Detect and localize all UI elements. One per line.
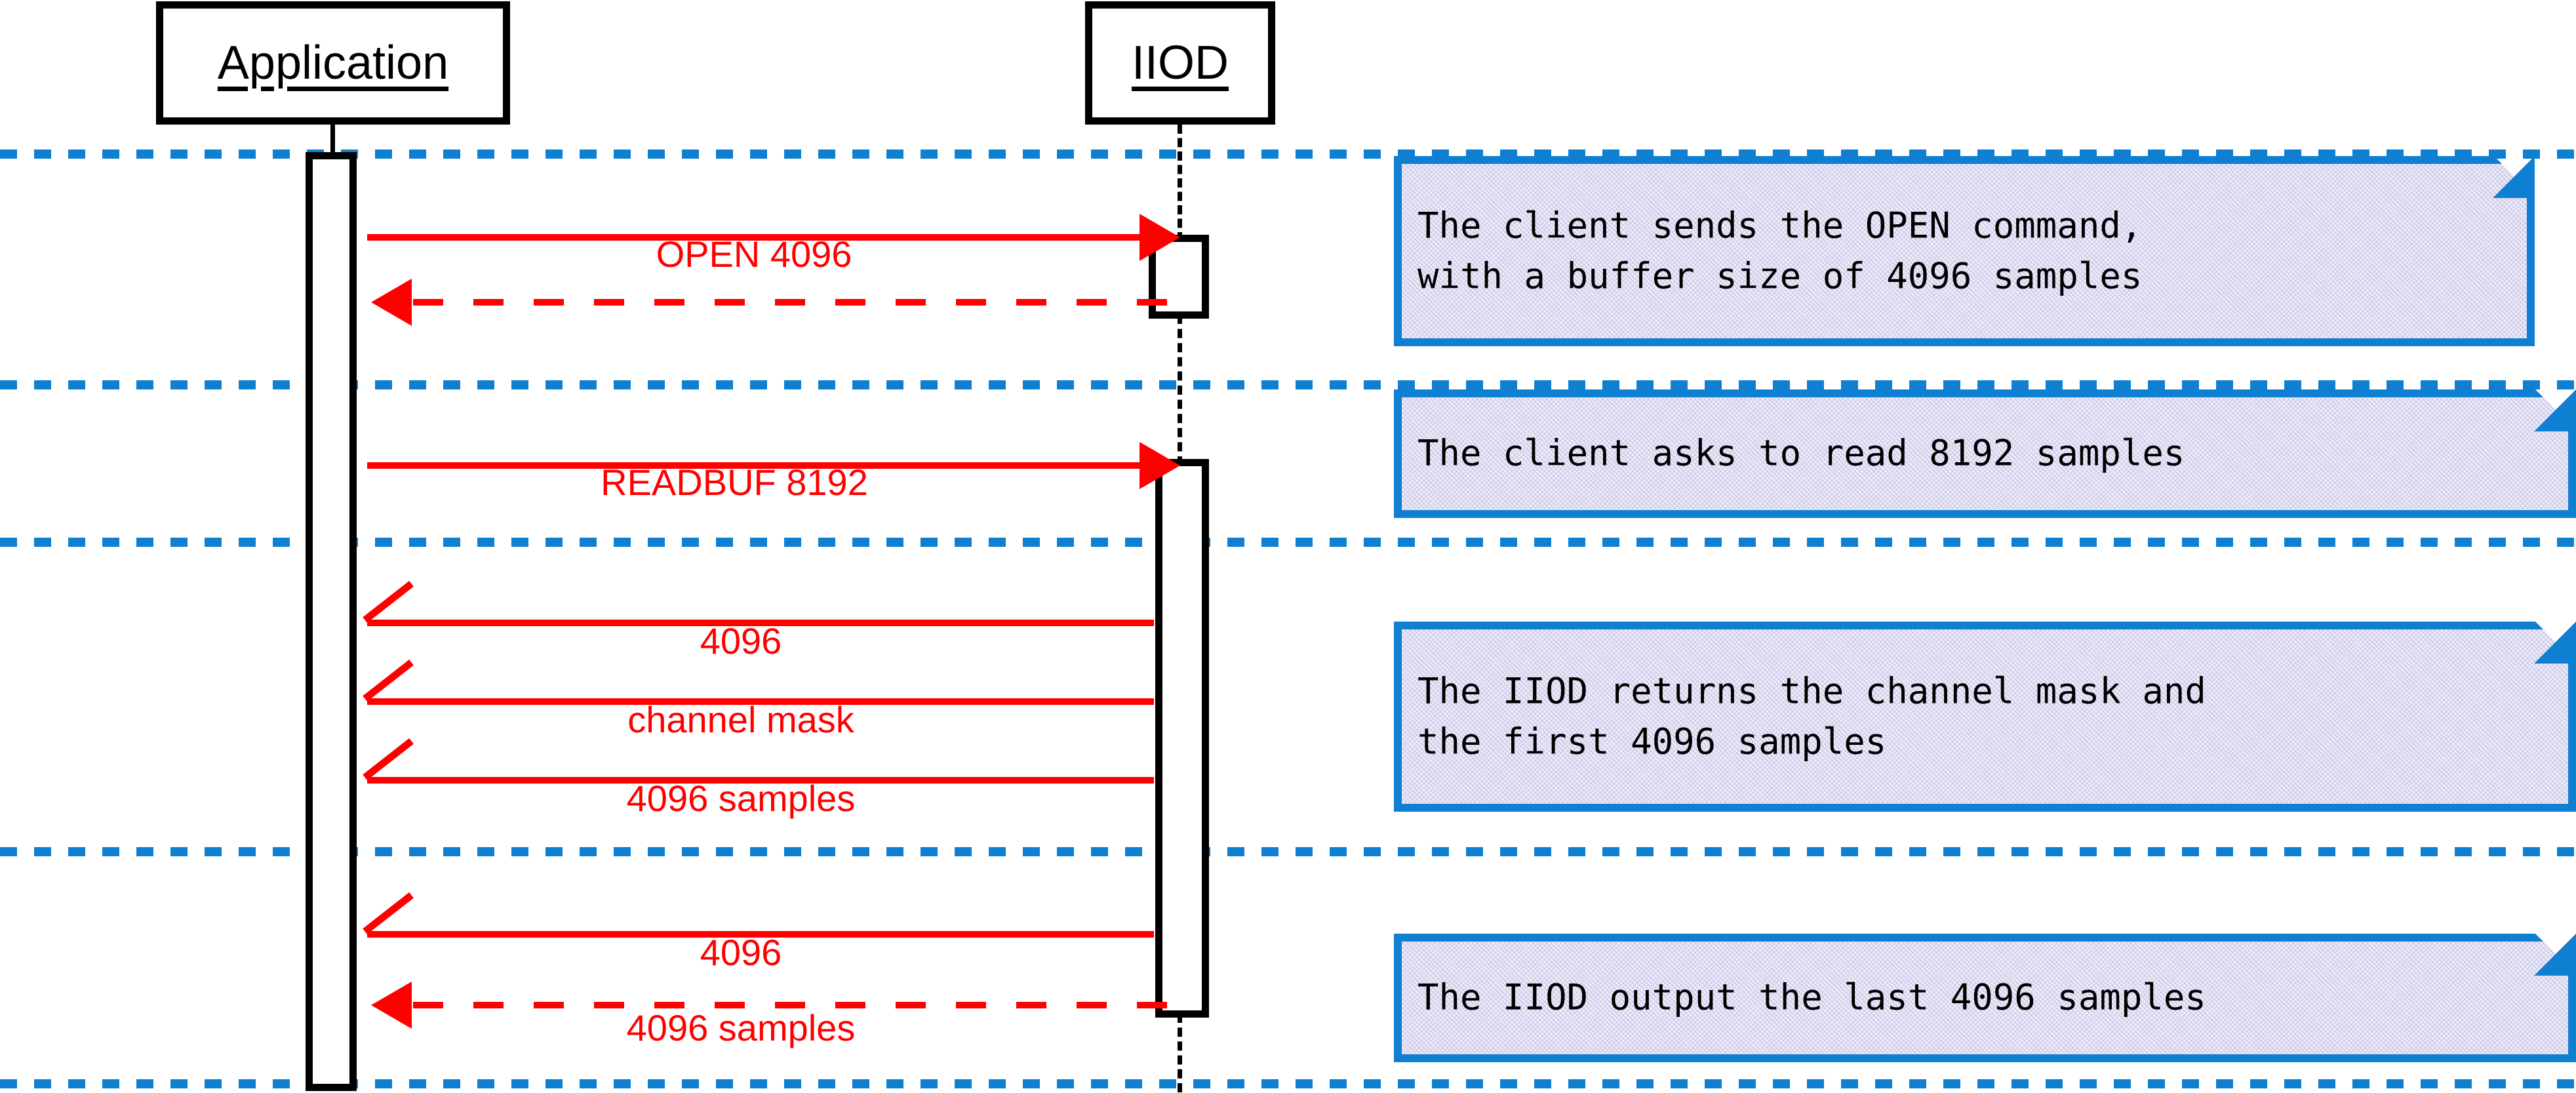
- phase-separator-3: [0, 538, 2576, 547]
- message-open-return-arrowhead: [371, 279, 412, 326]
- message-ret-4096-b-arrowhead: [367, 896, 418, 934]
- message-open-arrowhead: [1139, 214, 1180, 261]
- note-channel-mask: The IIOD returns the channel mask and th…: [1394, 622, 2576, 812]
- note-fold-icon: [2534, 389, 2576, 431]
- message-channel-mask-label: channel mask: [627, 699, 854, 740]
- note-last-samples-text: The IIOD output the last 4096 samples: [1417, 976, 2206, 1018]
- message-open-label: OPEN 4096: [656, 233, 852, 275]
- message-4096-samples-arrowhead: [367, 742, 418, 780]
- message-readbuf-line: [367, 462, 1141, 469]
- note-last-samples-body: [1394, 934, 2576, 1062]
- note-open-body: [1394, 156, 2535, 346]
- phase-separator-2: [0, 380, 2576, 389]
- message-ret-4096-b-line: [367, 931, 1154, 938]
- participant-application-label: Application: [217, 37, 449, 89]
- activation-iiod-readbuf: [1155, 459, 1209, 1018]
- lifeline-application-stub: [330, 125, 335, 155]
- phase-separator-5: [0, 1079, 2576, 1088]
- message-ret-4096-a-line: [367, 620, 1154, 626]
- note-channel-mask-body: [1394, 622, 2576, 812]
- note-fold-icon: [2493, 156, 2535, 198]
- note-channel-mask-text: The IIOD returns the channel mask and th…: [1417, 670, 2206, 762]
- note-readbuf: The client asks to read 8192 samples: [1394, 389, 2576, 518]
- lifeline-iiod-mid: [1178, 315, 1187, 466]
- message-ret-4096-a-arrowhead: [367, 585, 418, 623]
- message-readbuf-label: READBUF 8192: [601, 462, 868, 503]
- message-4096-samples-label: 4096 samples: [626, 778, 856, 819]
- note-open-text: The client sends the OPEN command, with …: [1417, 205, 2143, 296]
- message-ret-4096-b-label: 4096: [700, 932, 782, 973]
- message-channel-mask-line: [367, 698, 1154, 705]
- participant-application[interactable]: Application: [156, 1, 510, 125]
- lifeline-iiod-lower: [1178, 1014, 1187, 1092]
- participant-iiod-label: IIOD: [1131, 37, 1229, 89]
- activation-application: [306, 152, 357, 1091]
- note-readbuf-body: [1394, 389, 2576, 518]
- phase-separator-4: [0, 847, 2576, 856]
- participant-iiod[interactable]: IIOD: [1085, 1, 1275, 125]
- lifeline-iiod-upper: [1178, 125, 1187, 241]
- note-open: The client sends the OPEN command, with …: [1394, 156, 2535, 346]
- message-readbuf-arrowhead: [1139, 442, 1180, 489]
- message-final-samples-line: [413, 1002, 1187, 1008]
- message-final-samples-arrowhead: [371, 982, 412, 1029]
- message-ret-4096-a-label: 4096: [700, 620, 782, 662]
- message-open-line: [367, 234, 1141, 241]
- note-last-samples: The IIOD output the last 4096 samples: [1394, 934, 2576, 1062]
- message-final-samples-label: 4096 samples: [626, 1007, 856, 1048]
- note-fold-icon: [2534, 934, 2576, 976]
- note-readbuf-text: The client asks to read 8192 samples: [1417, 432, 2185, 474]
- message-4096-samples-line: [367, 777, 1154, 784]
- message-channel-mask-arrowhead: [367, 664, 418, 702]
- message-open-return-line: [413, 299, 1180, 306]
- note-fold-icon: [2534, 622, 2576, 664]
